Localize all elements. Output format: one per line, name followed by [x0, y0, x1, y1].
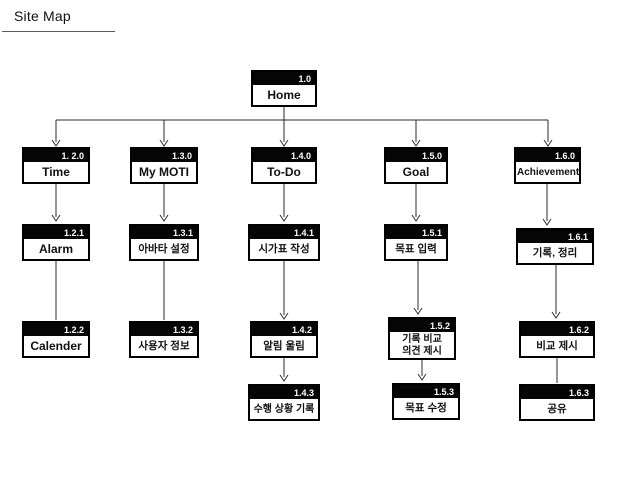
node-label: 기록, 정리: [532, 247, 578, 259]
arrowhead: [543, 139, 553, 147]
node-alarm: 1.2.1 Alarm: [22, 224, 90, 261]
node-number: 1.2.2: [24, 323, 88, 337]
node-number: 1. 2.0: [24, 149, 88, 163]
node-label-line1: 기록 비교: [402, 334, 442, 345]
node-number: 1.6.1: [518, 230, 592, 244]
page-title: Site Map: [14, 8, 71, 24]
node-avatar-settings: 1.3.1 아바타 설정: [129, 224, 199, 261]
node-label: 목표 입력: [395, 243, 437, 255]
node-label: 사용자 정보: [138, 340, 190, 352]
arrowhead: [51, 139, 61, 147]
node-number: 1.4.1: [250, 226, 318, 240]
node-label: Achievement: [517, 167, 579, 178]
node-number: 1.6.2: [521, 323, 593, 337]
node-label: 수행 상황 기록: [253, 404, 315, 415]
node-number: 1.3.0: [132, 149, 196, 163]
node-number: 1.6.0: [516, 149, 579, 163]
node-timetable-create: 1.4.1 시가표 작성: [248, 224, 320, 261]
node-label: 기록 비교 의견 제시: [390, 333, 454, 359]
arrowhead: [279, 139, 289, 147]
node-goal-edit: 1.5.3 목표 수정: [392, 383, 460, 420]
arrowhead: [411, 139, 421, 147]
node-number: 1.5.2: [390, 319, 454, 333]
node-label: Alarm: [38, 242, 73, 256]
arrowhead: [159, 214, 169, 222]
node-label: Home: [267, 88, 301, 102]
node-number: 1.3.2: [131, 323, 197, 337]
node-achievement: 1.6.0 Achievement: [514, 147, 581, 184]
node-number: 1.3.1: [131, 226, 197, 240]
node-number: 1.5.3: [394, 385, 458, 399]
arrowhead: [279, 312, 289, 320]
node-label: Calender: [30, 339, 82, 353]
node-label: To-Do: [267, 165, 301, 179]
node-my-moti: 1.3.0 My MOTI: [130, 147, 198, 184]
node-time: 1. 2.0 Time: [22, 147, 90, 184]
node-goal: 1.5.0 Goal: [384, 147, 448, 184]
node-record-compare-opinion: 1.5.2 기록 비교 의견 제시: [388, 317, 456, 360]
node-user-info: 1.3.2 사용자 정보: [129, 321, 199, 358]
node-share: 1.6.3 공유: [519, 384, 595, 421]
arrowhead: [417, 373, 427, 381]
arrowhead: [413, 307, 423, 315]
node-label: 아바타 설정: [138, 243, 190, 255]
node-number: 1.2.1: [24, 226, 88, 240]
node-record-organize: 1.6.1 기록, 정리: [516, 228, 594, 265]
arrowhead: [279, 214, 289, 222]
node-home: 1.0 Home: [251, 70, 317, 107]
node-goal-input: 1.5.1 목표 입력: [384, 224, 448, 261]
node-number: 1.4.2: [252, 323, 316, 337]
node-label: 비교 제시: [536, 340, 578, 352]
node-label: 시가표 작성: [258, 243, 310, 255]
node-alarm-ring: 1.4.2 알림 울림: [250, 321, 318, 358]
node-number: 1.5.0: [386, 149, 446, 163]
arrowhead: [551, 311, 561, 319]
title-underline: [2, 31, 115, 32]
node-number: 1.4.3: [250, 386, 318, 400]
arrowhead: [279, 374, 289, 382]
node-number: 1.4.0: [253, 149, 315, 163]
node-label: Time: [42, 165, 70, 179]
node-label: 공유: [547, 403, 567, 415]
node-label: 목표 수정: [405, 402, 447, 414]
node-label: Goal: [402, 165, 430, 179]
node-label: 알림 울림: [263, 340, 305, 352]
arrowhead: [411, 214, 421, 222]
node-compare-present: 1.6.2 비교 제시: [519, 321, 595, 358]
node-label: My MOTI: [139, 165, 189, 179]
node-calender: 1.2.2 Calender: [22, 321, 90, 358]
arrowhead: [159, 139, 169, 147]
node-number: 1.0: [253, 72, 315, 86]
node-number: 1.5.1: [386, 226, 446, 240]
arrowhead: [542, 218, 552, 226]
node-to-do: 1.4.0 To-Do: [251, 147, 317, 184]
arrowhead: [51, 214, 61, 222]
node-progress-record: 1.4.3 수행 상황 기록: [248, 384, 320, 421]
node-label-line2: 의견 제시: [402, 346, 442, 357]
node-number: 1.6.3: [521, 386, 593, 400]
